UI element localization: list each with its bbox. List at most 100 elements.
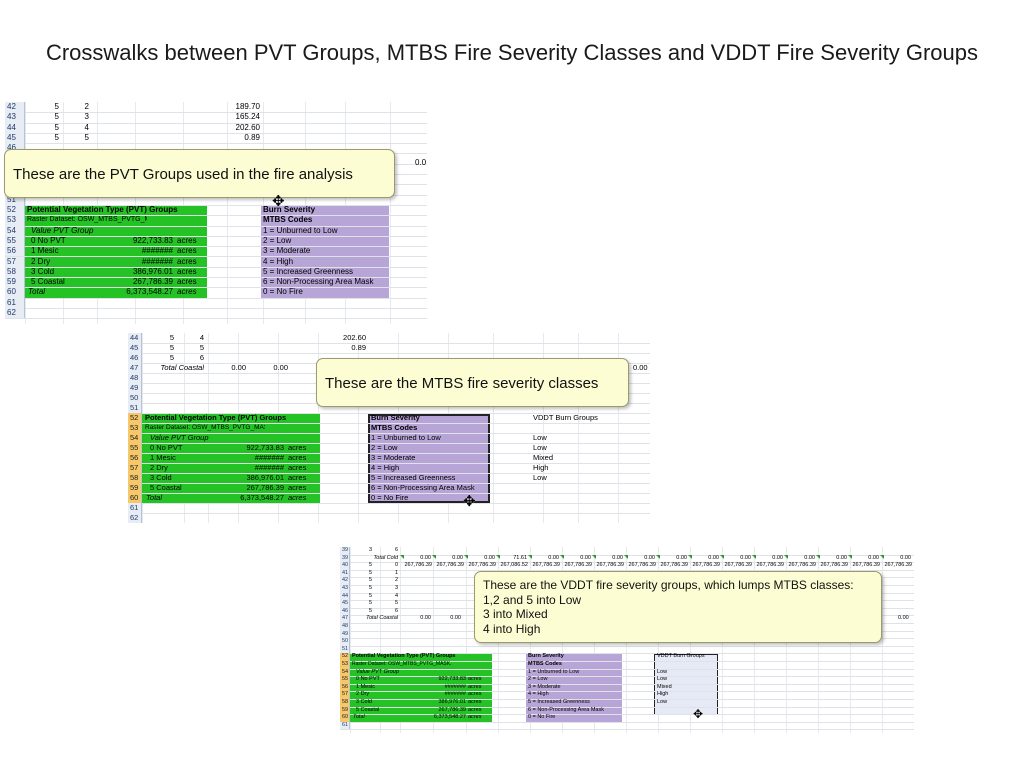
pvt-acres[interactable]: 267,786.39 — [438, 706, 466, 713]
row-number[interactable]: 47 — [340, 615, 350, 623]
row-number[interactable]: 55 — [5, 235, 25, 247]
row-number[interactable]: 61 — [5, 297, 25, 308]
pvt-acres[interactable]: 6,373,548.27 — [433, 714, 466, 721]
row-number[interactable]: 42 — [340, 577, 350, 585]
pvt-label[interactable]: 0 No PVT — [150, 443, 183, 452]
cell[interactable]: 6 — [199, 353, 204, 362]
value-cell[interactable]: 267,786.39 — [436, 562, 464, 569]
burn-severity-item[interactable]: 6 = Non-Processing Area Mask — [263, 277, 374, 287]
value-cell[interactable]: 267,786.39 — [468, 562, 496, 569]
burn-severity-item[interactable]: 2 = Low — [371, 443, 398, 452]
cell[interactable]: 2 — [394, 577, 398, 584]
cell[interactable]: 4 — [199, 333, 204, 342]
row-number[interactable]: 45 — [128, 343, 142, 353]
pvt-unit[interactable]: acres — [288, 443, 307, 452]
total-value[interactable]: 0.00 — [676, 554, 687, 561]
row-number[interactable]: 54 — [128, 433, 142, 443]
total-value[interactable]: 0.00 — [452, 554, 463, 561]
pvt-label[interactable]: Total — [28, 287, 46, 297]
value-cell[interactable]: 267,086.52 — [500, 562, 528, 569]
pvt-label[interactable]: Potential Vegetation Type (PVT) Groups — [352, 653, 456, 660]
cell[interactable]: 6 — [394, 607, 398, 614]
value-cell[interactable]: 267,786.39 — [692, 562, 720, 569]
vddt-group[interactable]: Low — [533, 473, 547, 482]
cell[interactable]: 5 — [169, 333, 174, 342]
pvt-label[interactable]: Potential Vegetation Type (PVT) Groups — [145, 413, 287, 422]
pvt-acres[interactable]: 922,733.83 — [246, 443, 284, 452]
value-cell[interactable]: 267,786.39 — [788, 562, 816, 569]
pvt-unit[interactable]: acres — [468, 676, 482, 683]
cell[interactable]: 5 — [169, 353, 174, 362]
row-number[interactable]: 42 — [5, 102, 25, 113]
pvt-label[interactable]: 3 Cold — [150, 473, 172, 482]
row-number[interactable]: 57 — [340, 691, 350, 699]
total-value[interactable]: 71.61 — [513, 554, 527, 561]
row-number[interactable]: 52 — [340, 653, 350, 661]
cell[interactable]: 5 — [84, 132, 89, 142]
row-number[interactable]: 44 — [340, 592, 350, 601]
cell[interactable]: 5 — [54, 102, 59, 111]
pvt-acres[interactable]: 386,976.01 — [438, 699, 466, 705]
row-number[interactable]: 50 — [340, 638, 350, 646]
pvt-unit[interactable]: acres — [177, 235, 197, 245]
burn-severity-item[interactable]: 5 = Increased Greenness — [528, 699, 590, 705]
row-number[interactable]: 59 — [5, 277, 25, 288]
total-value[interactable]: 0.00 — [708, 554, 719, 561]
cell[interactable]: 5 — [54, 122, 59, 132]
pvt-acres[interactable]: ####### — [444, 691, 466, 698]
vddt-group[interactable]: High — [533, 463, 549, 472]
pvt-label[interactable]: 5 Coastal — [150, 483, 182, 492]
row-number[interactable]: 54 — [5, 225, 25, 236]
vddt-group[interactable]: Mixed — [657, 683, 672, 690]
row-number[interactable]: 53 — [5, 215, 25, 226]
total-value[interactable]: 0.00 — [644, 554, 655, 561]
row-number[interactable]: 46 — [128, 353, 142, 363]
pvt-label[interactable]: 0 No PVT — [356, 676, 380, 683]
pvt-label[interactable]: 3 Cold — [356, 699, 372, 705]
cell[interactable]: 2 — [84, 102, 89, 111]
pvt-acres[interactable]: 386,976.01 — [246, 473, 284, 482]
pvt-label[interactable]: Raster Dataset: OSW_MTBS_PVTG_MASK.IMG — [352, 661, 452, 667]
pvt-unit[interactable]: acres — [288, 493, 307, 502]
total-value[interactable]: 0.00 — [633, 363, 648, 372]
total-label[interactable]: Total Cold — [373, 554, 398, 561]
cell[interactable]: 5 — [54, 112, 59, 122]
row-number[interactable]: 62 — [128, 513, 142, 523]
row-number[interactable]: 59 — [340, 706, 350, 715]
value-cell[interactable]: 267,786.39 — [852, 562, 880, 569]
row-number[interactable]: 40 — [340, 562, 350, 570]
row-number[interactable]: 52 — [128, 413, 142, 423]
value-cell[interactable]: 267,786.39 — [884, 562, 912, 569]
vddt-group[interactable]: Low — [533, 433, 547, 442]
value-cell[interactable]: 267,786.39 — [404, 562, 432, 569]
row-number[interactable]: 51 — [340, 645, 350, 654]
row-number[interactable]: 57 — [5, 256, 25, 267]
row-number[interactable]: 61 — [128, 503, 142, 513]
pvt-label[interactable]: 1 Mesic — [150, 453, 176, 462]
burn-severity-item[interactable]: 5 = Increased Greenness — [263, 266, 354, 276]
cell[interactable]: 4 — [394, 592, 398, 599]
pvt-label[interactable]: 5 Coastal — [356, 706, 380, 713]
cell[interactable]: 5 — [169, 343, 174, 352]
burn-severity-item[interactable]: 3 = Moderate — [263, 246, 311, 256]
total-value[interactable]: 0.00 — [231, 363, 246, 372]
total-value[interactable]: 0.00 — [772, 554, 783, 561]
row-number[interactable]: 43 — [340, 585, 350, 593]
pvt-label[interactable]: 2 Dry — [150, 463, 168, 472]
pvt-label[interactable]: 2 Dry — [356, 691, 370, 698]
burn-severity-item[interactable]: 0 = No Fire — [263, 287, 303, 297]
vddt-group[interactable]: Low — [533, 443, 547, 452]
row-number[interactable]: 50 — [128, 393, 142, 403]
row-number[interactable]: 54 — [340, 668, 350, 677]
pvt-unit[interactable]: acres — [288, 473, 307, 482]
row-number[interactable]: 61 — [340, 721, 350, 730]
pvt-acres[interactable]: ####### — [141, 246, 173, 256]
total-value[interactable]: 0.00 — [580, 554, 591, 561]
pvt-label[interactable]: Raster Dataset: OSW_MTBS_PVTG_MASK.IMG — [27, 216, 147, 224]
pvt-unit[interactable]: acres — [177, 277, 197, 287]
row-number[interactable]: 58 — [5, 266, 25, 278]
pvt-label[interactable]: 5 Coastal — [31, 277, 65, 287]
pvt-unit[interactable]: acres — [288, 463, 307, 472]
pvt-acres[interactable]: 6,373,548.27 — [240, 493, 284, 502]
